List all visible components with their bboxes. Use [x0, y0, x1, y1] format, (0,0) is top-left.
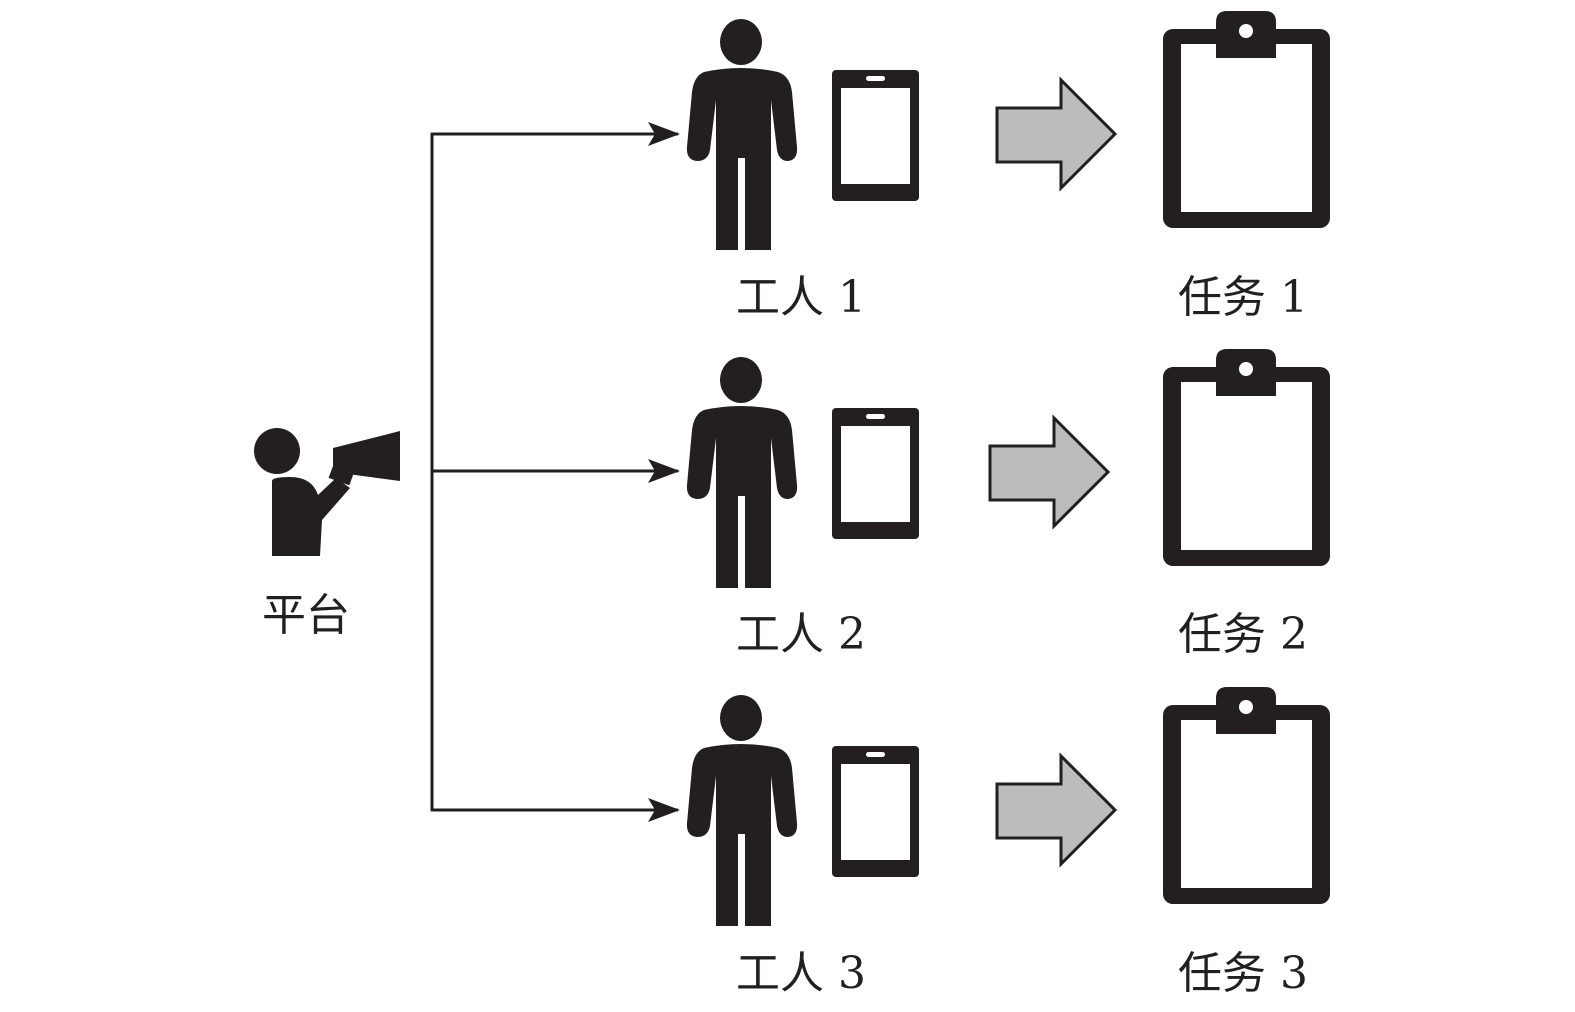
task-3-label: 任务 3 [1178, 948, 1308, 999]
connector-arrowheads [648, 122, 680, 822]
worker-row-3 [686, 687, 1330, 926]
clipboard-icon [1163, 687, 1330, 904]
worker-row-2 [686, 349, 1330, 588]
task-1-label: 任务 1 [1178, 272, 1308, 323]
platform-label: 平台 [262, 590, 350, 641]
person-icon [686, 695, 798, 926]
worker-1-label: 工人 1 [736, 272, 866, 323]
platform-megaphone-icon [254, 428, 400, 556]
block-arrow-icon [995, 752, 1118, 868]
clipboard-icon [1163, 11, 1330, 228]
smartphone-icon [832, 408, 919, 539]
worker-row-1 [686, 11, 1330, 250]
platform-connectors [430, 132, 678, 812]
smartphone-icon [832, 746, 919, 877]
task-2-label: 任务 2 [1178, 609, 1308, 660]
clipboard-icon [1163, 349, 1330, 566]
block-arrow-icon [995, 76, 1118, 192]
arrowhead-worker-3 [648, 798, 680, 822]
person-icon [686, 357, 798, 588]
worker-3-label: 工人 3 [736, 948, 866, 999]
worker-2-label: 工人 2 [736, 609, 866, 660]
block-arrow-icon [988, 414, 1111, 530]
smartphone-icon [832, 70, 919, 201]
arrowhead-worker-1 [648, 122, 680, 146]
person-icon [686, 19, 798, 250]
arrowhead-worker-2 [648, 459, 680, 483]
